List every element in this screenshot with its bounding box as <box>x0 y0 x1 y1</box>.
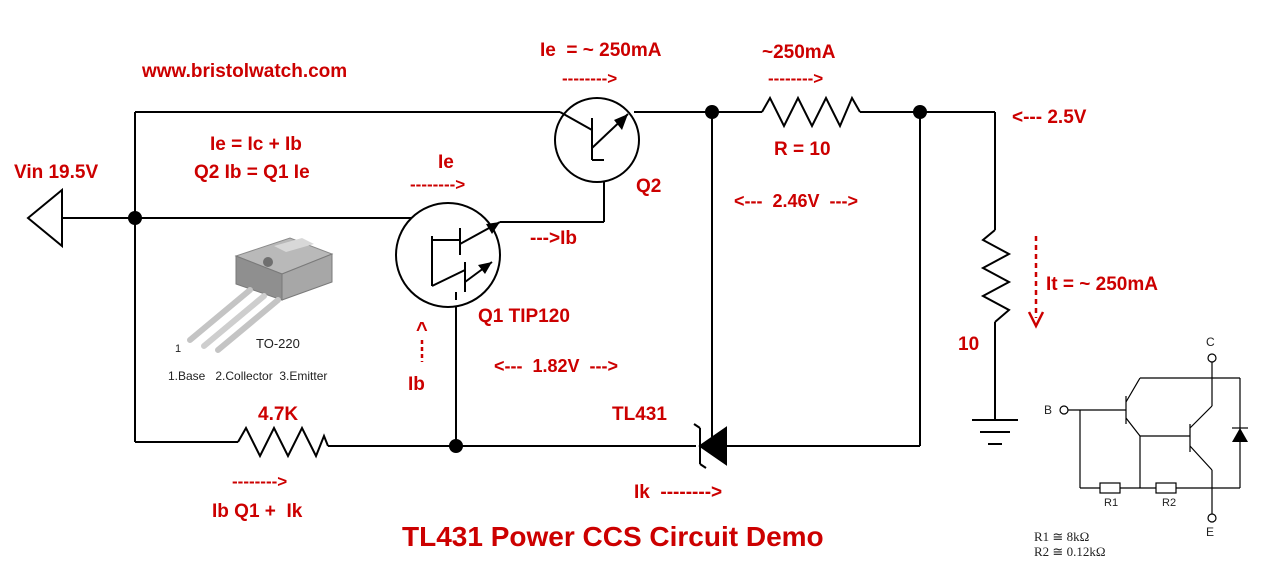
r1-label: R1 <box>1104 497 1118 509</box>
voltage-246-label: <--- 2.46V ---> <box>734 191 858 211</box>
junction-dot <box>705 105 719 119</box>
output-voltage-label: <--- 2.5V <box>1012 107 1087 128</box>
current-right-label: ~250mA <box>762 42 836 63</box>
package-pin-one-label: 1 <box>175 343 181 355</box>
vin-terminal-symbol <box>26 187 63 249</box>
current-right-arrow: --------> <box>768 69 823 88</box>
circuit-labels: www.bristolwatch.com Vin 19.5V Ie = Ic +… <box>14 40 1158 552</box>
ib-bottom-label: Ib <box>408 374 425 395</box>
equation-ie-label: Ie = Ic + Ib <box>210 134 302 155</box>
package-name-label: TO-220 <box>256 336 300 351</box>
package-pinout-label: 1.Base 2.Collector 3.Emitter <box>168 369 327 383</box>
website-label: www.bristolwatch.com <box>141 61 347 82</box>
diagram-title: TL431 Power CCS Circuit Demo <box>402 521 824 552</box>
it-label: It = ~ 250mA <box>1046 274 1158 295</box>
ib-right-label: --->Ib <box>530 228 577 249</box>
tip120-internal-schematic: B C E R1 R2 R1 ≅ 8kΩ R2 ≅ 0.12kΩ <box>1034 335 1248 559</box>
ie-mid-label: Ie <box>438 152 454 173</box>
pin-c-label: C <box>1206 335 1215 349</box>
ie-top-arrow: --------> <box>562 69 617 88</box>
ie-top-label: Ie = ~ 250mA <box>540 40 662 61</box>
voltage-182-label: <--- 1.82V ---> <box>494 356 618 376</box>
r2-value-label: R2 ≅ 0.12kΩ <box>1034 544 1105 559</box>
junction-dot <box>913 105 927 119</box>
r1-value-label: R1 ≅ 8kΩ <box>1034 529 1089 544</box>
ik-label: Ik --------> <box>634 482 722 503</box>
junction-dot <box>128 211 142 225</box>
junction-dot <box>449 439 463 453</box>
r2-label: R2 <box>1162 497 1176 509</box>
q1-tip120-symbol <box>395 202 501 308</box>
resistor-4-7k-symbol <box>237 425 329 459</box>
resistor-4-7k-label: 4.7K <box>258 404 298 425</box>
pin-e-label: E <box>1206 525 1214 539</box>
ib-ik-arrow: --------> <box>232 472 287 491</box>
equation-q2ib-label: Q2 Ib = Q1 Ie <box>194 162 310 183</box>
ie-mid-arrow: --------> <box>410 175 465 194</box>
tl431-label: TL431 <box>612 404 667 425</box>
vin-label: Vin 19.5V <box>14 162 98 183</box>
q2-label: Q2 <box>636 176 661 197</box>
pin-b-label: B <box>1044 403 1052 417</box>
ib-ik-label: Ib Q1 + Ik <box>212 501 303 522</box>
to-220-package-image: 1 TO-220 1.Base 2.Collector 3.Emitter <box>168 237 334 383</box>
ib-up-arrow: ^ <box>416 319 428 341</box>
it-arrow-head <box>1027 311 1045 329</box>
ground-symbol <box>972 419 1018 445</box>
load-resistor-symbol <box>980 229 1012 323</box>
tl431-symbol <box>693 423 727 469</box>
resistor-r10-symbol <box>761 95 861 129</box>
load-resistor-label: 10 <box>958 334 979 355</box>
q1-label: Q1 TIP120 <box>478 306 570 327</box>
q2-transistor-symbol <box>554 97 640 183</box>
resistor-r-label: R = 10 <box>774 139 831 160</box>
circuit-wires <box>26 111 996 447</box>
